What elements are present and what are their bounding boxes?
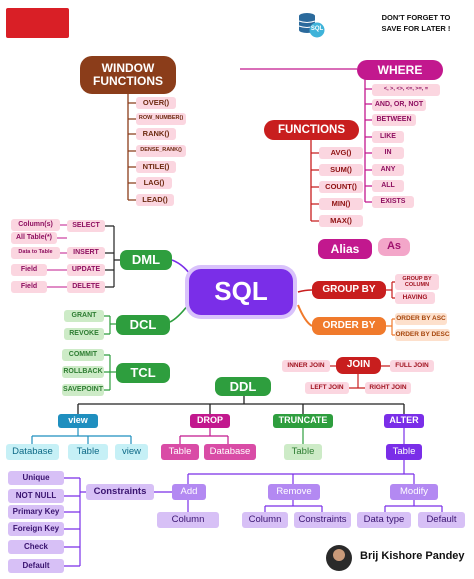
where-item-3: LIKE bbox=[372, 131, 404, 143]
wf-item-1: ROW_NUMBER() bbox=[136, 113, 186, 125]
ddl-node[interactable]: DDL bbox=[215, 377, 271, 396]
view-view-item: view bbox=[115, 444, 148, 460]
wf-item-6: LEAD() bbox=[136, 194, 174, 206]
wf-item-3: DENSE_RANK() bbox=[136, 145, 186, 157]
alter-table-item: Table bbox=[386, 444, 422, 460]
dml-target-2: Data to Table bbox=[11, 247, 60, 259]
function-item-4: MAX() bbox=[319, 215, 363, 227]
dml-target-0: Column(s) bbox=[11, 219, 60, 231]
dml-node[interactable]: DML bbox=[120, 250, 172, 270]
modify-default-item: Default bbox=[418, 512, 465, 528]
save-reminder: DON'T FORGET TO SAVE FOR LATER ! bbox=[364, 12, 468, 34]
ddl-truncate-node[interactable]: TRUNCATE bbox=[273, 414, 333, 428]
where-item-2: BETWEEN bbox=[372, 114, 416, 126]
ddl-view-node[interactable]: view bbox=[58, 414, 98, 428]
truncate-table-item: Table bbox=[284, 444, 322, 460]
order-by-node[interactable]: ORDER BY bbox=[312, 317, 386, 335]
dml-target-1: All Table(*) bbox=[11, 232, 57, 244]
tcl-item-1: ROLLBACK bbox=[62, 366, 104, 378]
function-item-2: COUNT() bbox=[319, 181, 363, 193]
modify-data-type-item: Data type bbox=[357, 512, 411, 528]
dml-item-2: UPDATE bbox=[67, 264, 105, 276]
ddl-drop-node[interactable]: DROP bbox=[190, 414, 230, 428]
wf-item-2: RANK() bbox=[136, 128, 176, 140]
dml-item-1: INSERT bbox=[67, 247, 105, 259]
database-sql-icon: SQL bbox=[297, 12, 327, 38]
alter-remove-node[interactable]: Remove bbox=[268, 484, 320, 500]
add-column-item: Column bbox=[157, 512, 219, 528]
view-table-item: Table bbox=[68, 444, 108, 460]
where-item-5: ANY bbox=[372, 164, 404, 176]
group-by-node[interactable]: GROUP BY bbox=[312, 281, 386, 299]
join-node[interactable]: JOIN bbox=[336, 357, 381, 374]
constraint-item-1: NOT NULL bbox=[8, 489, 64, 503]
constraint-item-3: Foreign Key bbox=[8, 522, 64, 536]
dml-item-3: DELETE bbox=[67, 281, 105, 293]
drop-table-item: Table bbox=[161, 444, 199, 460]
alter-modify-node[interactable]: Modify bbox=[390, 484, 438, 500]
where-item-0: <, >, <>, <=, >=, = bbox=[372, 84, 440, 96]
join-item-0: INNER JOIN bbox=[282, 360, 330, 372]
join-item-3: RIGHT JOIN bbox=[365, 382, 411, 394]
remove-constraints-item: Constraints bbox=[294, 512, 351, 528]
header-red-block bbox=[6, 8, 69, 38]
db-icon-label: SQL bbox=[310, 26, 324, 32]
tcl-item-2: SAVEPOINT bbox=[62, 384, 104, 396]
window-functions-node[interactable]: WINDOW FUNCTIONS bbox=[80, 56, 176, 94]
where-item-6: ALL bbox=[372, 180, 404, 192]
group-by-column-item: GROUP BY COLUMN bbox=[395, 274, 439, 290]
order-by-desc-item: ORDER BY DESC bbox=[395, 329, 450, 341]
alias-as-node: As bbox=[378, 238, 410, 256]
function-item-1: SUM() bbox=[319, 164, 363, 176]
reminder-line-2: SAVE FOR LATER ! bbox=[381, 24, 451, 33]
where-item-1: AND, OR, NOT bbox=[372, 99, 426, 111]
function-item-3: MIN() bbox=[319, 198, 363, 210]
sql-center-node[interactable]: SQL bbox=[189, 269, 293, 315]
where-item-4: IN bbox=[372, 147, 404, 159]
order-by-asc-item: ORDER BY ASC bbox=[395, 313, 447, 325]
where-item-7: EXISTS bbox=[372, 196, 414, 208]
dcl-node[interactable]: DCL bbox=[116, 315, 170, 335]
tcl-item-0: COMMIT bbox=[62, 349, 104, 361]
having-item: HAVING bbox=[395, 292, 435, 304]
constraint-item-4: Check bbox=[8, 540, 64, 554]
constraints-node[interactable]: Constraints bbox=[86, 484, 154, 500]
wf-item-4: NTILE() bbox=[136, 161, 176, 173]
wf-item-5: LAG() bbox=[136, 177, 172, 189]
constraint-item-2: Primary Key bbox=[8, 505, 64, 519]
window-functions-title-line-1: WINDOW bbox=[101, 61, 155, 76]
alias-node[interactable]: Alias bbox=[318, 239, 372, 259]
dml-target-4: Field bbox=[11, 281, 47, 293]
tcl-node[interactable]: TCL bbox=[116, 363, 170, 383]
functions-node[interactable]: FUNCTIONS bbox=[264, 120, 359, 140]
reminder-line-1: DON'T FORGET TO bbox=[381, 13, 451, 22]
dcl-item-0: GRANT bbox=[64, 310, 104, 322]
dcl-item-1: REVOKE bbox=[64, 328, 104, 340]
constraint-item-0: Unique bbox=[8, 471, 64, 485]
author-name: Brij Kishore Pandey bbox=[360, 550, 465, 563]
join-item-2: LEFT JOIN bbox=[305, 382, 349, 394]
function-item-0: AVG() bbox=[319, 147, 363, 159]
ddl-alter-node[interactable]: ALTER bbox=[384, 414, 424, 428]
wf-item-0: OVER() bbox=[136, 97, 176, 109]
dml-item-0: SELECT bbox=[67, 220, 105, 232]
constraint-item-5: Default bbox=[8, 559, 64, 573]
author-avatar bbox=[326, 545, 352, 571]
where-node[interactable]: WHERE bbox=[357, 60, 443, 80]
drop-database-item: Database bbox=[204, 444, 256, 460]
dml-target-3: Field bbox=[11, 264, 47, 276]
window-functions-title-line-2: FUNCTIONS bbox=[93, 74, 163, 88]
alter-add-node[interactable]: Add bbox=[172, 484, 206, 500]
remove-column-item: Column bbox=[242, 512, 288, 528]
view-database-item: Database bbox=[6, 444, 59, 460]
join-item-1: FULL JOIN bbox=[390, 360, 434, 372]
